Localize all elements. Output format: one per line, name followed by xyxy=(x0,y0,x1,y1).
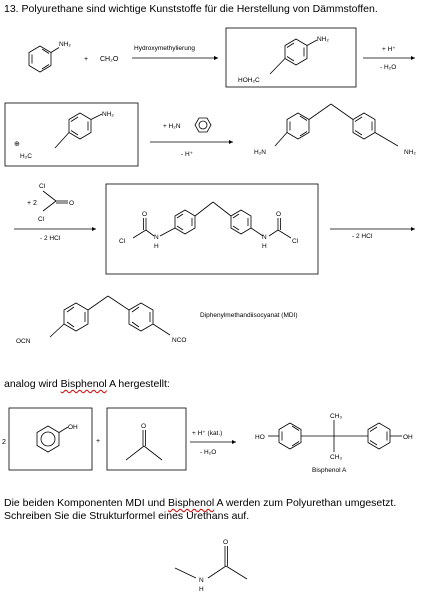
conclusion-line-1: Die beiden Komponenten MDI und Bisphenol… xyxy=(4,497,396,510)
carbamoyl-left-o: O xyxy=(142,211,147,218)
conclusion-line-1-word: Bisphenol xyxy=(168,497,215,509)
bisphenol-a-structure xyxy=(268,420,402,452)
carbocation-box xyxy=(4,102,139,167)
urethane-n-label: N xyxy=(199,577,204,584)
phosgene-cl-bottom: Cl xyxy=(38,216,45,223)
urethane-o-label: O xyxy=(223,539,228,546)
phenol-structure xyxy=(36,425,69,453)
conclusion-line-1-suffix: A werden zum Polyurethan umgesetzt. xyxy=(214,497,397,509)
step2-bottom-label: - H₂O xyxy=(380,64,396,71)
carbamoyl-right-cl: Cl xyxy=(292,238,299,245)
carbamoyl-right-h: H xyxy=(262,243,267,250)
carbamoyl-right-o: O xyxy=(276,211,281,218)
urethane-structure xyxy=(174,546,248,580)
cation-h2c-label: H₂C xyxy=(20,153,32,160)
step6-bottom-label: - H₂O xyxy=(200,449,216,456)
phosgene-o: O xyxy=(69,200,74,207)
mdi-ocn-label: OCN xyxy=(16,338,31,345)
carbamoyl-left-h: H xyxy=(154,243,159,250)
step-hydroxymethylation-label: Hydroxymethylierung xyxy=(134,45,195,52)
mda-structure xyxy=(274,103,399,147)
mdi-nco-label: NCO xyxy=(172,337,186,344)
bisphenol-intro-word: Bisphenol xyxy=(60,378,107,390)
acetone-box xyxy=(106,407,187,471)
bpa-ho-label: HO xyxy=(255,434,265,441)
product1-nh2-label: NH₂ xyxy=(317,36,329,43)
conclusion-line-2: Schreiben Sie die Strukturformel eines U… xyxy=(4,510,250,522)
phosgene-coefficient: + 2 xyxy=(27,200,37,207)
mdi-structure xyxy=(49,295,171,338)
bisphenol-intro-prefix: analog wird xyxy=(4,378,61,390)
mdi-name-label: Diphenylmethandiisocyanat (MDI) xyxy=(200,312,298,319)
hydroxymethylaniline-structure xyxy=(269,38,318,75)
formaldehyde-label: CH₂O xyxy=(100,56,119,63)
product1-ch2oh-label: HOH₂C xyxy=(238,77,260,84)
carbamoyl-right-n: N xyxy=(262,234,267,241)
urethane-h-label: H xyxy=(199,586,204,593)
carbamoyl-chloride-structure xyxy=(132,201,292,239)
cation-nh2-label: NH₂ xyxy=(102,111,114,118)
phenol-coefficient: 2 xyxy=(2,439,6,446)
step5-bottom-label: - 2 HCl xyxy=(352,233,373,240)
step6-top-label: + H⁺ (kat.) xyxy=(192,430,222,437)
carbamoyl-left-n: N xyxy=(154,234,159,241)
carbamoyl-chloride-box xyxy=(105,183,319,275)
task-heading: 13. Polyurethane sind wichtige Kunststof… xyxy=(4,3,378,15)
bpa-ch3-bottom-label: CH₃ xyxy=(330,454,342,461)
carbocation-structure xyxy=(54,112,103,149)
conclusion-line-1-prefix: Die beiden Komponenten MDI und xyxy=(4,497,169,509)
carbamoyl-left-cl: Cl xyxy=(119,238,126,245)
step2-top-label: + H⁺ xyxy=(382,46,396,53)
step3-top-label: + H₂N xyxy=(163,123,181,130)
step3-aniline-ring xyxy=(194,117,212,133)
mda-left-nh2-label: H₂N xyxy=(254,149,266,156)
bisphenol-intro-suffix: A hergestellt: xyxy=(106,378,170,390)
bpa-oh-label: OH xyxy=(403,434,413,441)
hydroxymethylaniline-box xyxy=(225,27,357,88)
phosgene-structure xyxy=(42,190,68,212)
acetone-structure xyxy=(125,430,163,461)
phosgene-cl-top: Cl xyxy=(39,183,46,190)
aniline-nh2-label: NH₂ xyxy=(59,41,71,48)
acetone-o-label: O xyxy=(141,423,146,430)
bisphenol-intro: analog wird Bisphenol A hergestellt: xyxy=(4,378,170,391)
cation-charge-symbol: ⊕ xyxy=(14,141,20,148)
aniline-structure xyxy=(28,45,60,73)
plus-sign-1: + xyxy=(84,56,88,63)
phenol-box xyxy=(8,407,93,471)
bpa-name-label: Bisphenol A xyxy=(312,467,347,474)
step4-bottom-label: - 2 HCl xyxy=(40,235,61,242)
plus-sign-2: + xyxy=(96,438,100,445)
bpa-ch3-top-label: CH₃ xyxy=(330,413,342,420)
phenol-oh-label: OH xyxy=(68,424,78,431)
step3-bottom-label: - H⁺ xyxy=(181,151,194,158)
mda-right-nh2-label: NH₂ xyxy=(404,149,416,156)
